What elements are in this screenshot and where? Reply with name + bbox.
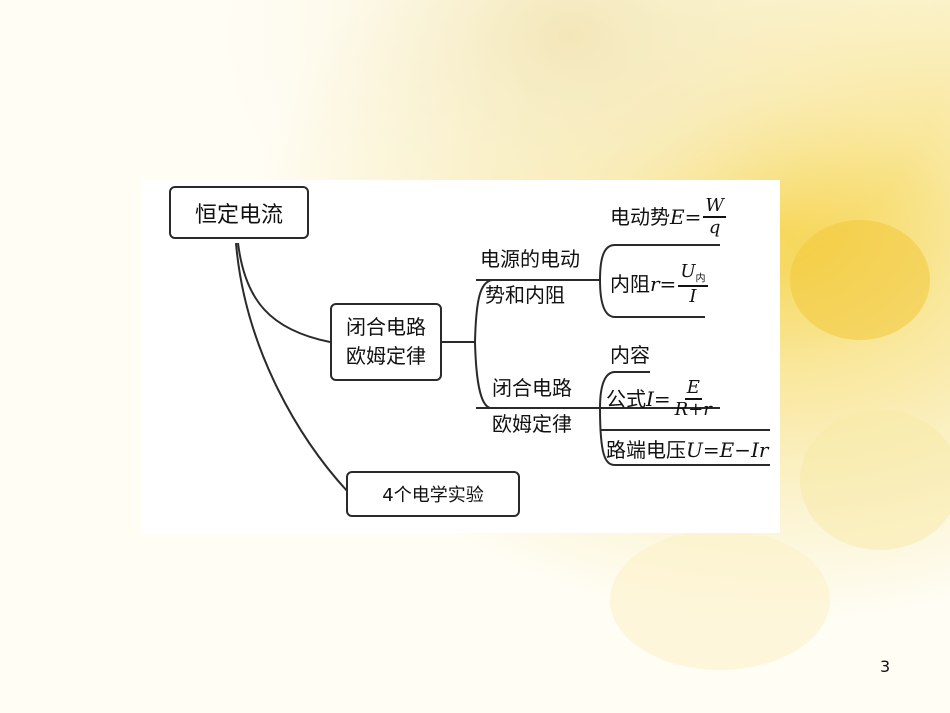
inner-resistance-formula: 内阻 r= U内 I	[610, 262, 708, 306]
inner-denominator: I	[689, 285, 697, 307]
experiments-node: 4个电学实验	[346, 471, 520, 517]
page-number: 3	[880, 657, 891, 676]
inner-formula-lhs: r=	[650, 272, 677, 297]
emf-fraction: W q	[703, 196, 726, 238]
law-denominator: R+r	[674, 398, 712, 420]
law-formula-label: 公式	[606, 386, 646, 411]
emf-node-line2: 势和内阻	[485, 283, 565, 307]
law-node-line2: 欧姆定律	[492, 412, 572, 436]
law-fraction: E R+r	[673, 378, 714, 420]
law-numerator: E	[684, 377, 702, 400]
emf-denominator: q	[708, 216, 721, 238]
emf-formula: 电动势 E= W q	[610, 196, 726, 238]
law-node-line1: 闭合电路	[492, 376, 572, 400]
terminal-voltage-expr: U=E−Ir	[686, 438, 769, 462]
emf-numerator: W	[703, 195, 726, 218]
law-formula: 公式 I= E R+r	[606, 378, 714, 420]
closed-circuit-law-line1: 闭合电路	[346, 315, 426, 339]
inner-numerator: U内	[678, 261, 708, 287]
law-content: 内容	[610, 343, 650, 367]
closed-circuit-law-node: 闭合电路 欧姆定律	[330, 303, 442, 381]
terminal-voltage-label: 路端电压	[606, 438, 686, 462]
inner-fraction: U内 I	[678, 261, 708, 307]
emf-node-line1: 电源的电动	[480, 247, 580, 271]
closed-circuit-law-line2: 欧姆定律	[346, 344, 426, 368]
root-node: 恒定电流	[169, 186, 309, 239]
law-formula-lhs: I=	[646, 386, 671, 411]
emf-formula-lhs: E=	[670, 204, 702, 229]
terminal-voltage: 路端电压U=E−Ir	[606, 440, 768, 460]
inner-formula-label: 内阻	[610, 272, 650, 297]
emf-formula-label: 电动势	[610, 204, 670, 229]
